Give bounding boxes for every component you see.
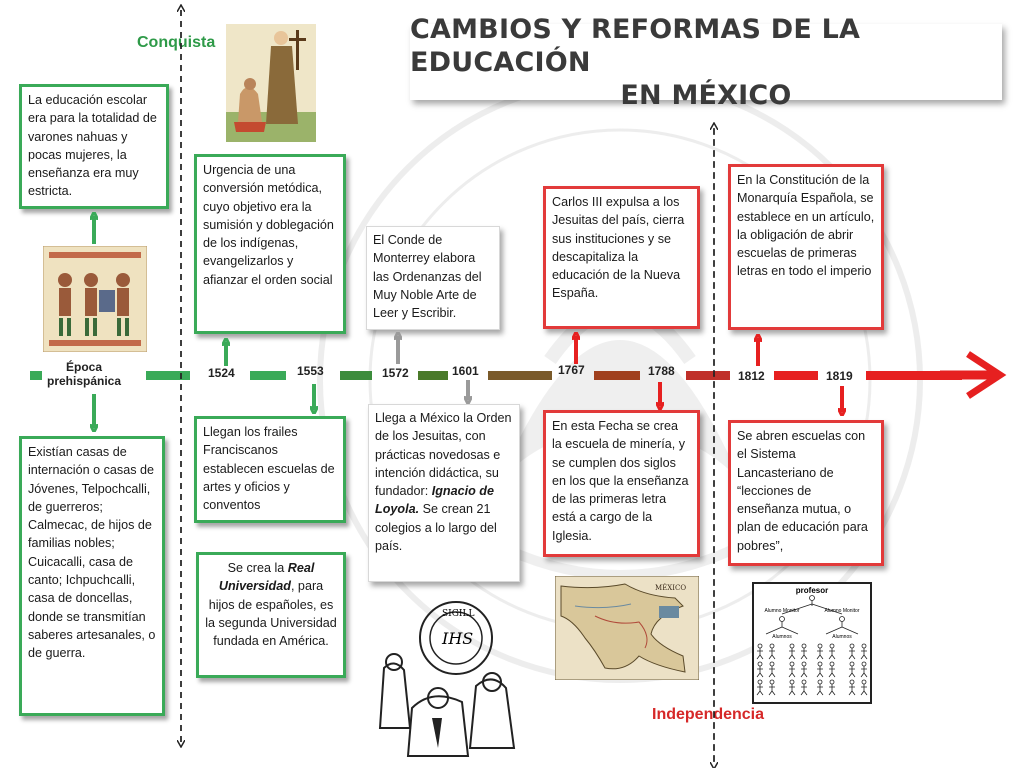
year-label-1572: 1572 xyxy=(382,366,409,380)
student-figure-icon xyxy=(800,661,808,678)
box-1572: El Conde de Monterrey elabora las Ordena… xyxy=(366,226,500,330)
map-title: MÉXICO xyxy=(655,583,686,592)
old-map-new-spain: MÉXICO xyxy=(555,576,699,680)
year-label-1767: 1767 xyxy=(558,363,585,377)
year-label-epoca-prehispanica: Época prehispánica xyxy=(46,360,122,388)
student-figure-icon xyxy=(788,643,796,660)
student-figure-icon xyxy=(816,661,824,678)
student-figure-icon xyxy=(800,679,808,696)
box-1524: Urgencia de una conversión metódica, cuy… xyxy=(194,154,346,334)
student-figure-icon xyxy=(828,643,836,660)
diagram-label-alumnos-right: Alumnos xyxy=(832,634,852,640)
student-figure-icon xyxy=(800,643,808,660)
timeline-segment xyxy=(488,371,552,380)
student-figure-icon xyxy=(756,679,764,696)
era-label-independencia: Independencia xyxy=(652,706,765,723)
timeline-segment xyxy=(30,371,42,380)
student-figure-icon xyxy=(768,679,776,696)
student-figure-icon xyxy=(768,643,776,660)
diagram-label-monitor-left: Alumno Monitor xyxy=(764,608,799,614)
box-1553: Llegan los frailes Franciscanos establec… xyxy=(194,416,346,523)
year-label-1553: 1553 xyxy=(297,364,324,378)
year-label-1819: 1819 xyxy=(826,369,853,383)
seal-text: SIGILL xyxy=(442,609,474,619)
diagram-label-profesor: profesor xyxy=(796,586,828,595)
diagram-label-alumnos-left: Alumnos xyxy=(772,634,792,640)
student-figure-icon xyxy=(860,661,868,678)
student-figure-icon xyxy=(788,679,796,696)
title-line-2: EN MÉXICO xyxy=(620,79,792,111)
student-figure-icon xyxy=(816,643,824,660)
title-line-1: CAMBIOS Y REFORMAS DE LA EDUCACIÓN xyxy=(410,13,861,78)
timeline-segment xyxy=(340,371,372,380)
box-1601: Llega a México la Orden de los Jesuitas,… xyxy=(368,404,520,582)
jesuit-seal-engraving: SIGILL IHS xyxy=(378,601,516,757)
timeline-segment xyxy=(774,371,818,380)
timeline-segment xyxy=(418,371,448,380)
timeline-segment xyxy=(686,371,730,380)
year-label-1812: 1812 xyxy=(738,369,765,383)
box-1819: Se abren escuelas con el Sistema Lancast… xyxy=(728,420,884,566)
student-figure-icon xyxy=(860,643,868,660)
student-figure-icon xyxy=(756,661,764,678)
student-figure-icon xyxy=(816,679,824,696)
franciscan-friar-image xyxy=(226,24,316,142)
student-figure-icon xyxy=(828,679,836,696)
box-1767: Carlos III expulsa a los Jesuitas del pa… xyxy=(543,186,700,329)
aztec-codex-image xyxy=(43,246,147,352)
student-figure-icon xyxy=(860,679,868,696)
student-figure-icon xyxy=(848,643,856,660)
year-label-1788: 1788 xyxy=(648,364,675,378)
timeline-segment xyxy=(250,371,286,380)
year-label-1601: 1601 xyxy=(452,364,479,378)
timeline-segment xyxy=(866,371,962,380)
lancasterian-system-diagram: profesor Alumno Monitor Alumno Monitor A… xyxy=(752,582,872,704)
timeline-segment xyxy=(146,371,190,380)
student-figure-icon xyxy=(828,661,836,678)
timeline-segment xyxy=(594,371,640,380)
student-figure-icon xyxy=(848,679,856,696)
title-card: CAMBIOS Y REFORMAS DE LA EDUCACIÓN EN MÉ… xyxy=(410,14,1002,111)
student-figure-icon xyxy=(848,661,856,678)
student-figure-icon xyxy=(788,661,796,678)
box-1812: En la Constitución de la Monarquía Españ… xyxy=(728,164,884,330)
diagram-label-monitor-right: Alumno Monitor xyxy=(824,608,859,614)
box-1788: En esta Fecha se crea la escuela de mine… xyxy=(543,410,700,557)
student-figure-icon xyxy=(768,661,776,678)
student-figure-icon xyxy=(756,643,764,660)
box-real-universidad: Se crea la Real Universidad, para hijos … xyxy=(196,552,346,678)
box-prehispanic-top: La educación escolar era para la totalid… xyxy=(19,84,169,209)
box-prehispanic-bottom: Existían casas de internación o casas de… xyxy=(19,436,165,716)
era-label-conquista: Conquista xyxy=(137,34,216,51)
timeline-arrowhead-icon xyxy=(966,351,1007,399)
seal-ihs-monogram: IHS xyxy=(441,629,473,648)
year-label-1524: 1524 xyxy=(208,366,235,380)
